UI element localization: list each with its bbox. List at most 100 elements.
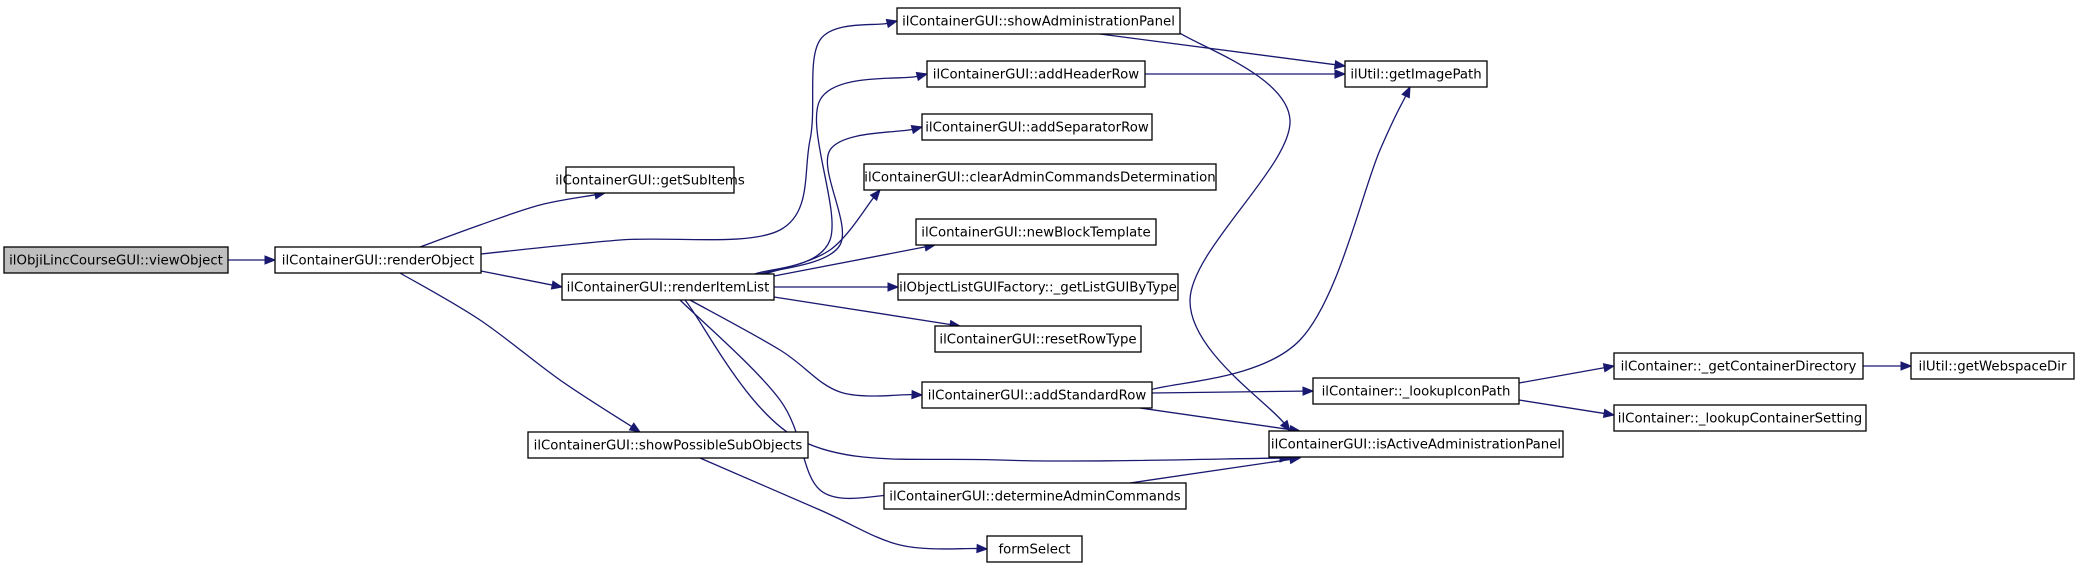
arrowhead [885, 18, 899, 29]
node-newBlockTemplate[interactable]: ilContainerGUI::newBlockTemplate [915, 218, 1157, 246]
node-label: ilContainer::_getContainerDirectory [1621, 360, 1857, 375]
node-box [863, 163, 1217, 191]
edge-showAdministrationPanel-to-getImagePath [1099, 33, 1347, 70]
edge-showAdministrationPanel-to-isActiveAdministrationPanel [1174, 29, 1291, 433]
edge-line [773, 246, 926, 277]
edge-line [699, 457, 978, 550]
node-lookupContainerSetting[interactable]: ilContainer::_lookupContainerSetting [1613, 404, 1867, 432]
node-addSeparatorRow[interactable]: ilContainerGUI::addSeparatorRow [921, 113, 1153, 141]
arrowhead [1602, 363, 1616, 373]
edge-renderItemList-to-determineAdminCommands [679, 299, 902, 500]
node-box [1613, 404, 1867, 432]
node-box [561, 273, 775, 301]
edge-line [419, 194, 596, 248]
node-box [1312, 377, 1520, 405]
arrowhead [915, 71, 929, 82]
edge-line [759, 128, 913, 275]
edge-renderItemList-to-clearAdminCommandsDetermination [764, 188, 881, 275]
node-label: ilContainerGUI::getSubItems [555, 174, 745, 189]
arrowhead [976, 543, 989, 554]
edge-line [1099, 33, 1336, 66]
edge-line [773, 296, 951, 326]
edge-addStandardRow-to-isActiveAdministrationPanel [1139, 407, 1302, 435]
node-box [897, 273, 1179, 301]
edge-renderItemList-to-newBlockTemplate [773, 242, 937, 277]
edge-showPossibleSubObjects-to-formSelect [699, 457, 989, 554]
node-box [896, 7, 1181, 35]
edge-line [689, 299, 913, 397]
node-label: ilContainerGUI::addSeparatorRow [925, 121, 1149, 136]
node-box [565, 166, 735, 194]
node-getContainerDirectory[interactable]: ilContainer::_getContainerDirectory [1613, 352, 1864, 380]
node-label: formSelect [998, 543, 1070, 558]
arrowhead [1602, 408, 1616, 419]
edge-addHeaderRow-to-getImagePath [1145, 69, 1347, 79]
edge-lookupIconPath-to-getContainerDirectory [1518, 363, 1616, 384]
node-box [926, 60, 1146, 88]
edge-line [679, 299, 891, 500]
node-label: ilContainerGUI::renderObject [282, 254, 474, 269]
edge-renderItemList-to-addStandardRow [689, 299, 924, 400]
node-box [1613, 352, 1864, 380]
node-label: ilContainerGUI::renderItemList [567, 281, 770, 296]
node-renderItemList[interactable]: ilContainerGUI::renderItemList [561, 273, 775, 301]
node-lookupIconPath[interactable]: ilContainer::_lookupIconPath [1312, 377, 1520, 405]
node-viewObject[interactable]: ilObjiLincCourseGUI::viewObject [3, 246, 229, 274]
arrowhead [264, 255, 277, 265]
node-label: ilContainerGUI::addHeaderRow [933, 68, 1140, 83]
node-getImagePath[interactable]: ilUtil::getImagePath [1344, 60, 1488, 88]
node-box [3, 246, 229, 274]
edge-renderItemList-to-addSeparatorRow [759, 124, 924, 275]
edge-line [1139, 407, 1291, 431]
node-label: ilContainer::_lookupContainerSetting [1618, 412, 1862, 427]
edges-layer [228, 18, 1913, 554]
node-box [915, 218, 1157, 246]
node-showAdministrationPanel[interactable]: ilContainerGUI::showAdministrationPanel [896, 7, 1181, 35]
node-formSelect[interactable]: formSelect [986, 535, 1083, 563]
edge-line [1129, 458, 1291, 484]
node-box [986, 535, 1083, 563]
node-getSubItems[interactable]: ilContainerGUI::getSubItems [555, 166, 745, 194]
node-box [527, 431, 809, 459]
edge-renderObject-to-showPossibleSubObjects [399, 272, 642, 433]
node-determineAdminCommands[interactable]: ilContainerGUI::determineAdminCommands [883, 482, 1187, 510]
arrowhead [550, 280, 564, 290]
node-getListGUIByType[interactable]: ilObjectListGUIFactory::_getListGUIByTyp… [897, 273, 1179, 301]
arrowhead [1279, 419, 1291, 433]
node-label: ilUtil::getImagePath [1350, 68, 1481, 83]
node-box [1344, 60, 1488, 88]
arrowhead [1900, 361, 1913, 371]
edge-line [399, 272, 632, 428]
edge-line [1518, 367, 1605, 384]
arrowhead [887, 282, 900, 292]
node-box [1910, 352, 2075, 380]
node-resetRowType[interactable]: ilContainerGUI::resetRowType [934, 325, 1142, 353]
edge-renderObject-to-renderItemList [480, 270, 564, 290]
node-label: ilContainerGUI::newBlockTemplate [921, 226, 1150, 241]
node-getWebspaceDir[interactable]: ilUtil::getWebspaceDir [1910, 352, 2075, 380]
arrowhead [1302, 386, 1315, 396]
node-addHeaderRow[interactable]: ilContainerGUI::addHeaderRow [926, 60, 1146, 88]
node-label: ilContainerGUI::showPossibleSubObjects [534, 439, 803, 454]
node-clearAdminCommandsDetermination[interactable]: ilContainerGUI::clearAdminCommandsDeterm… [863, 163, 1217, 191]
arrowhead [911, 389, 924, 400]
node-box [274, 246, 482, 274]
node-showPossibleSubObjects[interactable]: ilContainerGUI::showPossibleSubObjects [527, 431, 809, 459]
node-isActiveAdministrationPanel[interactable]: ilContainerGUI::isActiveAdministrationPa… [1268, 430, 1564, 458]
node-box [1268, 430, 1564, 458]
node-addStandardRow[interactable]: ilContainerGUI::addStandardRow [921, 381, 1153, 409]
edge-getContainerDirectory-to-getWebspaceDir [1863, 361, 1913, 371]
edge-renderItemList-to-getListGUIByType [774, 282, 900, 292]
node-box [921, 381, 1153, 409]
node-renderObject[interactable]: ilContainerGUI::renderObject [274, 246, 482, 274]
node-label: ilObjectListGUIFactory::_getListGUIByTyp… [899, 281, 1177, 296]
arrowhead [1401, 85, 1411, 99]
node-label: ilContainer::_lookupIconPath [1322, 385, 1511, 400]
node-box [921, 113, 1153, 141]
edge-line [480, 22, 888, 255]
edge-line [480, 270, 553, 286]
edge-viewObject-to-renderObject [228, 255, 277, 265]
arrowhead [910, 124, 924, 135]
